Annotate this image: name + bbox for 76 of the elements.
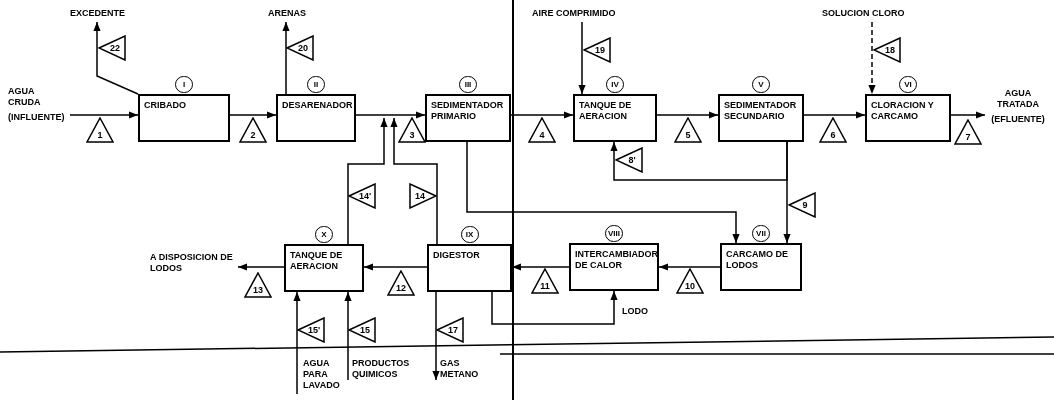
process-box [284,244,364,292]
stream-number-triangle: 3 [398,117,426,143]
box-text: CARCAMO DE LODOS [726,249,789,271]
box-text: SEDIMENTADOR SECUNDARIO [724,100,798,122]
box-text: EXCEDENTE [70,8,125,19]
flow-arrow [491,290,618,325]
process-box [138,94,230,142]
flow-arrow [783,141,791,244]
box-text: (INFLUENTE) [8,112,66,123]
box-text: AGUA PARA LAVADO [303,358,341,391]
flow-arrow [658,263,721,271]
flow-arrow [390,117,438,245]
flow-arrow [950,111,986,119]
box-text: AGUA CRUDA [8,86,42,108]
box-text: GAS METANO [440,358,479,380]
box-text: ARENAS [268,8,306,19]
box-text: CRIBADO [144,100,187,111]
process-box [720,243,802,291]
box-text: CLORACION Y CARCAMO [871,100,935,122]
stream-number-triangle: 15' [297,317,325,343]
process-box [718,94,804,142]
stream-number-triangle: 14 [409,183,437,209]
box-text: PRODUCTOS QUIMICOS [352,358,411,380]
flow-arrow [363,263,428,271]
flow-arrow [69,111,139,119]
process-box [569,243,659,291]
stream-number-triangle: 5 [674,117,702,143]
box-text: (EFLUENTE) [990,114,1046,125]
stream-number-triangle: 8' [615,147,643,173]
box-text: A DISPOSICION DE LODOS [150,252,234,274]
flow-arrow [656,111,719,119]
process-box [573,94,657,142]
stream-number-triangle: 10 [676,268,704,294]
flow-arrow [578,21,586,95]
flow-arrow [511,263,570,271]
flow-arrow [347,117,388,245]
stream-number-triangle: 17 [436,317,464,343]
stream-number-triangle: 14' [348,183,376,209]
box-text: TANQUE DE AERACION [579,100,633,122]
stream-number-triangle: 18 [873,37,901,63]
edge-label: LODO [622,307,648,316]
stream-number-triangle: 2 [239,117,267,143]
flow-arrow [344,291,352,381]
box-text: DESARENADOR [282,100,350,111]
stream-number-triangle: 13 [244,272,272,298]
flow-arrow [237,263,285,271]
stream-number-triangle: 15 [348,317,376,343]
stream-number-triangle: 22 [98,35,126,61]
stream-number-triangle: 7 [954,119,982,145]
flow-arrow [610,141,788,181]
flow-arrow [803,111,866,119]
flow-arrow [282,21,290,95]
box-text: TANQUE DE AERACION [290,250,344,272]
flow-arrow [93,21,139,95]
flow-arrow [355,111,426,119]
stream-number-triangle: 12 [387,270,415,296]
process-box [865,94,951,142]
box-text: AIRE COMPRIMIDO [532,8,616,19]
process-box [276,94,356,142]
stream-number-triangle: 11 [531,268,559,294]
box-text: DIGESTOR [433,250,481,261]
flow-arrow [466,141,740,244]
box-text: AGUA TRATADA [995,88,1041,110]
stream-number-triangle: 9 [788,192,816,218]
box-text: SOLUCION CLORO [822,8,905,19]
flow-arrow [229,111,277,119]
process-box [427,244,512,292]
stream-number-triangle: 1 [86,117,114,143]
stream-number-triangle: 4 [528,117,556,143]
flow-arrow [293,291,301,395]
stream-number-triangle: 20 [286,35,314,61]
box-text: SEDIMENTADOR PRIMARIO [431,100,505,122]
stream-number-triangle: 19 [583,37,611,63]
flow-arrow [868,21,876,95]
flow-arrow [432,291,440,381]
stream-number-triangle: 6 [819,117,847,143]
